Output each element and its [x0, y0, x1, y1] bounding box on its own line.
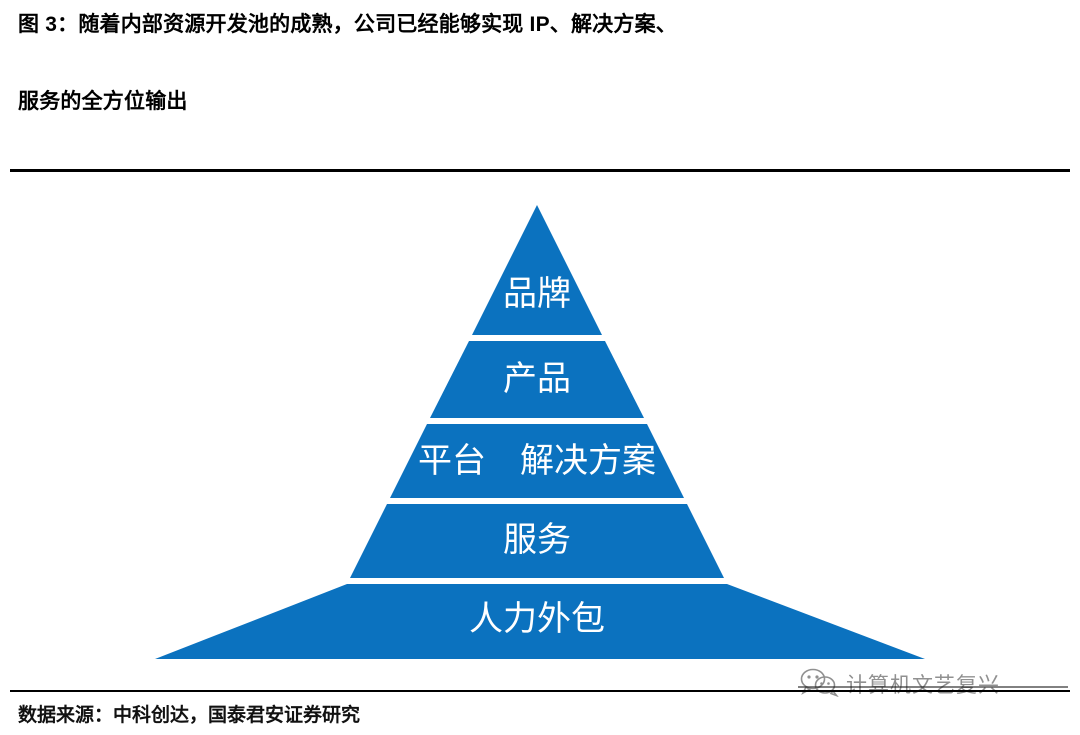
pyramid-level-4-label: 服务 — [503, 522, 571, 559]
watermark-strikethrough — [798, 686, 1068, 688]
pyramid-shape — [155, 205, 925, 659]
wechat-icon — [800, 667, 840, 702]
watermark-text: 计算机文艺复兴 — [846, 674, 1000, 697]
title-divider-rule — [10, 169, 1070, 172]
pyramid-level-5-label: 人力外包 — [469, 601, 605, 638]
pyramid-level-3-label: 平台 解决方案 — [418, 443, 656, 480]
pyramid-level-2-label: 产品 — [503, 361, 571, 398]
pyramid-level-3-shape — [390, 424, 684, 498]
figure-title-block: 图 3：随着内部资源开发池的成熟，公司已经能够实现 IP、解决方案、 服务的全方… — [18, 14, 1068, 112]
pyramid-level-5-shape — [155, 584, 925, 659]
source-note: 数据来源：中科创达，国泰君安证券研究 — [18, 705, 361, 726]
pyramid-level-4-shape — [350, 504, 724, 578]
source-divider-rule — [10, 690, 1070, 692]
pyramid-level-1-label: 品牌 — [503, 276, 571, 313]
watermark: 计算机文艺复兴 — [800, 662, 1070, 706]
figure-title-line-1: 图 3：随着内部资源开发池的成熟，公司已经能够实现 IP、解决方案、 — [18, 13, 677, 36]
pyramid-level-2-shape — [430, 341, 644, 418]
pyramid-chart: 品牌 产品 平台 解决方案 服务 人力外包 — [0, 175, 1080, 687]
figure-title-line-2: 服务的全方位输出 — [18, 90, 188, 113]
pyramid-level-1-shape — [472, 205, 602, 335]
